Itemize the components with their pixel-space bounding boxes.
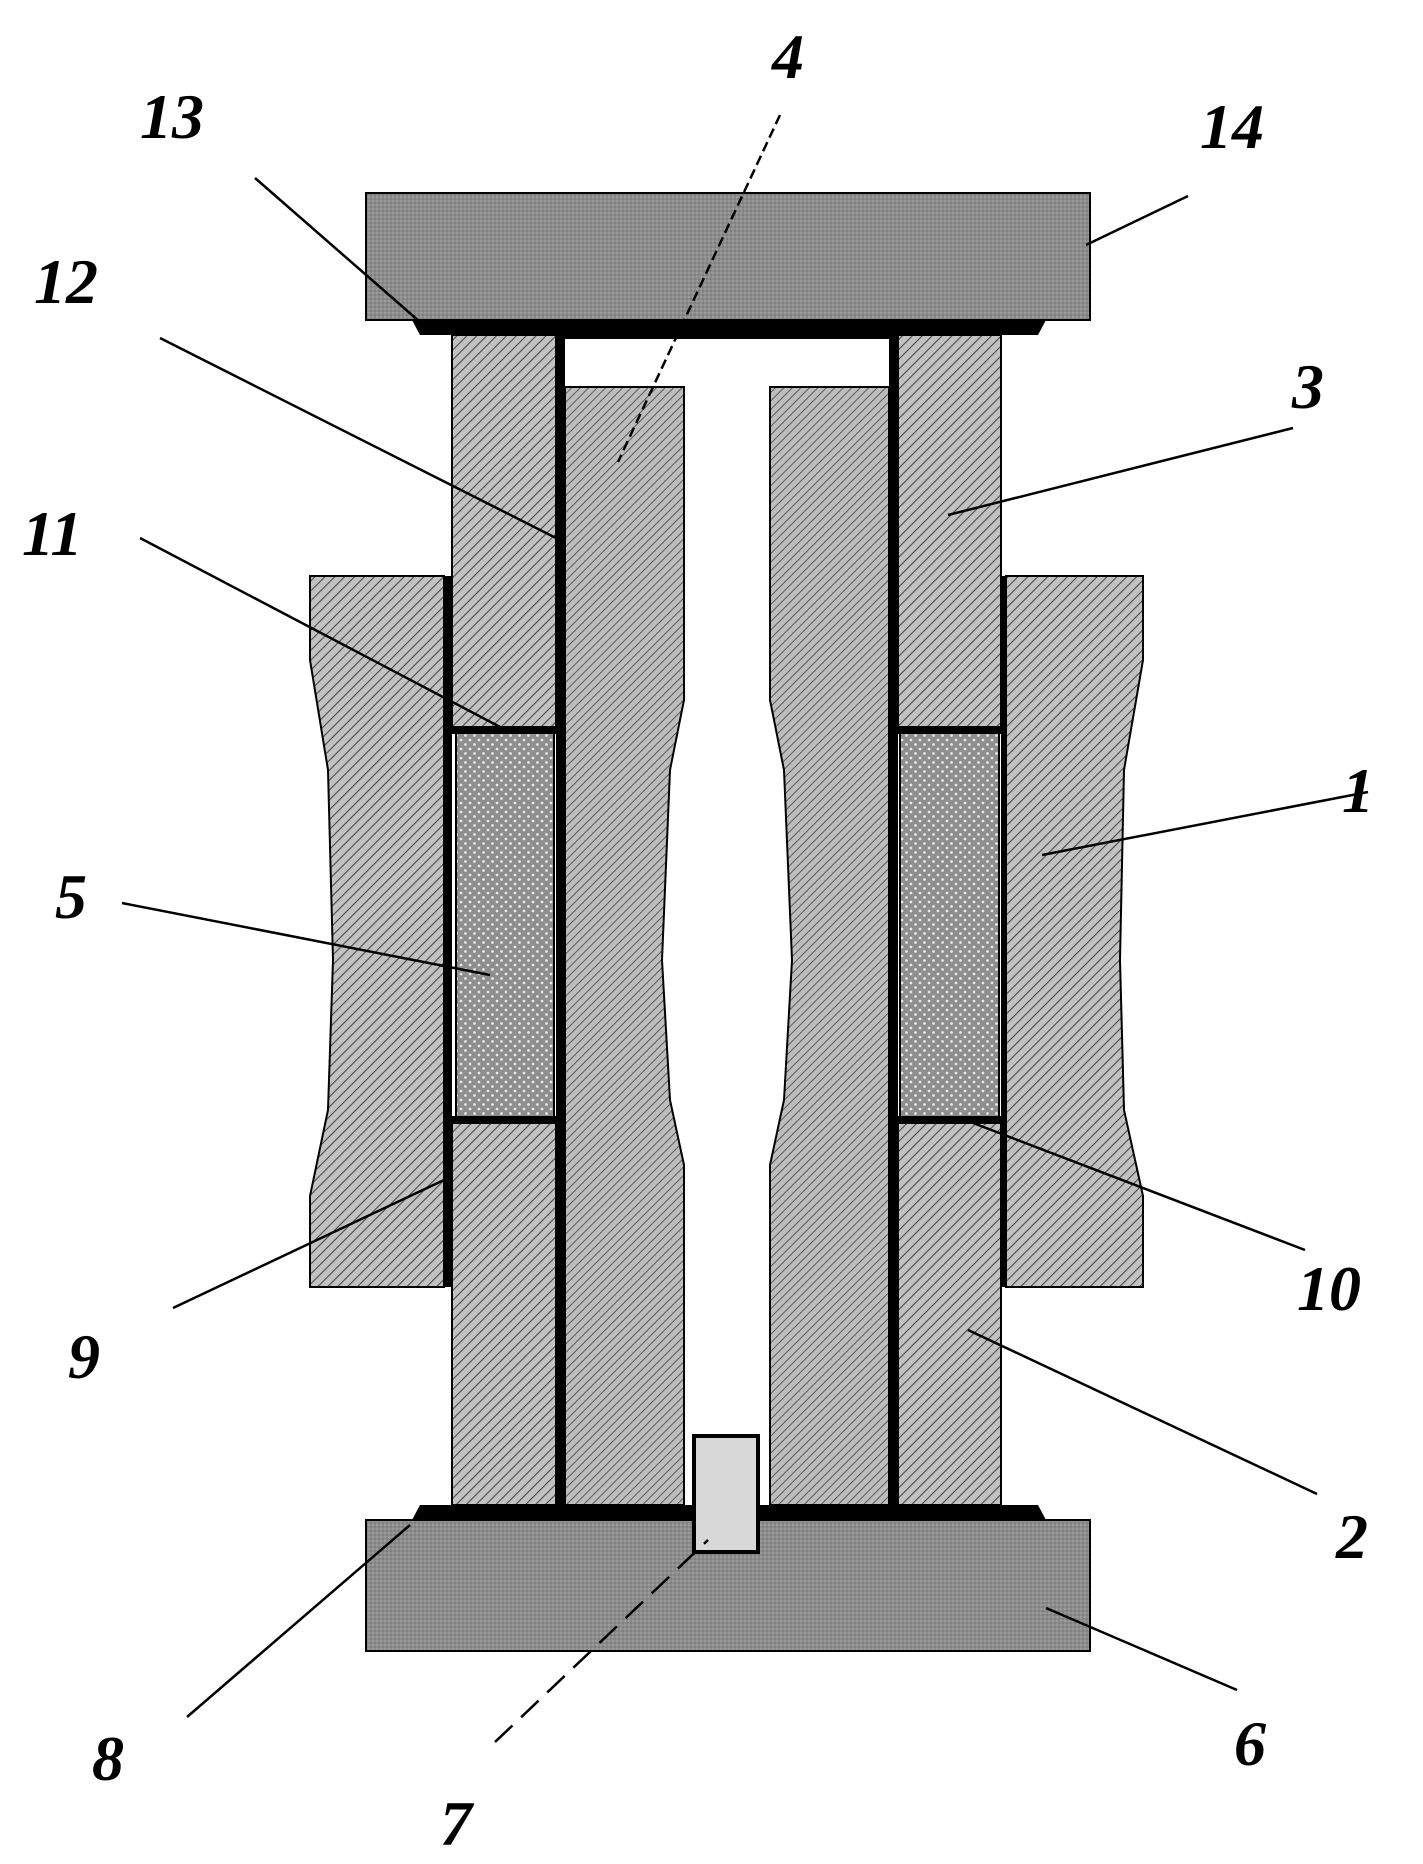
gap-inner-right [889,335,898,1505]
leader-13 [254,177,421,323]
label-8: 8 [92,1723,124,1794]
label-6: 6 [1234,1708,1266,1779]
leader-12 [159,336,557,540]
outer-die-left [309,575,445,1288]
top-inner-cap [565,335,889,339]
top-gasket [412,320,1046,335]
specimen-right [769,386,890,1506]
leader-14 [1085,194,1189,247]
leader-lines [121,114,1369,1743]
label-1: 1 [1342,755,1374,826]
label-14: 14 [1200,91,1264,162]
gap-outer-right [1001,576,1007,1287]
lower-seam-right [898,1116,1001,1124]
leader-8 [186,1524,411,1718]
medium-right [899,731,1000,1118]
outer-die-right [1005,575,1144,1288]
leader-10 [959,1116,1306,1252]
top-plate [365,192,1091,321]
upper-ring-right [897,334,1002,729]
upper-ring-left [451,334,557,729]
leader-9 [172,1178,445,1310]
sensor-block [692,1434,760,1554]
gap-outer-left [444,576,452,1287]
label-10: 10 [1297,1253,1361,1324]
leader-4 [616,114,782,463]
label-4: 4 [771,21,804,92]
leader-1 [1041,790,1369,857]
lower-ring-right [897,1119,1002,1506]
label-12: 12 [34,246,98,317]
label-7: 7 [440,1788,475,1859]
lower-seam-left [452,1116,556,1124]
label-3: 3 [1291,351,1324,422]
leader-2 [967,1328,1318,1496]
lower-ring-left [451,1119,557,1506]
leader-3 [947,426,1294,517]
specimen-left [564,386,685,1506]
leader-11 [139,536,503,730]
label-13: 13 [140,81,204,152]
upper-seam-left [452,726,556,734]
label-5: 5 [55,861,87,932]
leader-6 [1045,1606,1238,1692]
leader-7 [494,1539,709,1743]
label-9: 9 [68,1321,100,1392]
leader-5 [121,901,491,977]
label-2: 2 [1335,1501,1368,1572]
gap-inner-left [556,335,565,1505]
label-11: 11 [22,498,82,569]
medium-left [455,731,555,1118]
upper-seam-right [898,726,1001,734]
